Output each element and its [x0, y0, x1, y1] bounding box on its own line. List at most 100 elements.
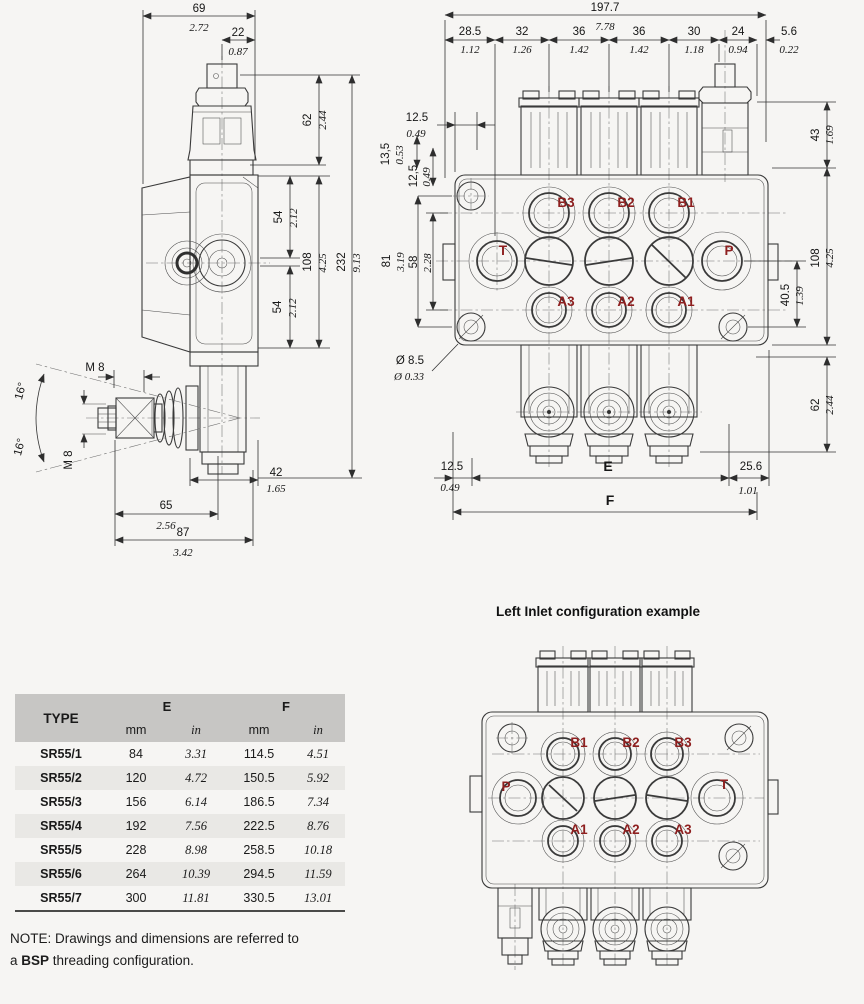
col-header-type: TYPE: [15, 694, 107, 742]
svg-text:62: 62: [302, 114, 314, 127]
svg-text:2.56: 2.56: [156, 520, 176, 532]
dim-54-top: 54 2.12: [273, 175, 300, 259]
dim-12-5-top: 12.5 0.49: [406, 112, 495, 172]
dimensions-table: TYPE E F mm in mm in SR55/1 84 3.31 114.…: [15, 694, 345, 912]
svg-text:2.12: 2.12: [287, 298, 299, 318]
svg-text:12.5: 12.5: [441, 461, 463, 473]
dim-87: 87 3.42: [114, 470, 254, 559]
svg-text:1.12: 1.12: [460, 44, 480, 56]
svg-text:0.87: 0.87: [228, 46, 248, 58]
example-port-b1-label: B1: [570, 735, 588, 750]
example-port-p-label: P: [501, 779, 510, 794]
port-b2-label: B2: [617, 195, 634, 210]
dim-13-5: 13,5 0.53: [380, 135, 421, 169]
side-view-drawing: 16° 16° 69 2.72 22 0.87 62: [12, 3, 363, 559]
example-spool-caps: [535, 650, 695, 713]
relief-valve: [698, 63, 752, 176]
unit-in-e: in: [165, 718, 227, 742]
svg-text:32: 32: [516, 26, 529, 38]
svg-text:108: 108: [810, 248, 822, 267]
example-port-t-label: T: [720, 777, 729, 792]
example-port-a1-label: A1: [570, 822, 588, 837]
svg-text:30: 30: [688, 26, 701, 38]
dim-197-7: 197.7 7.78: [444, 2, 767, 178]
col-header-e: E: [107, 694, 227, 718]
dim-42: 42 1.65: [189, 440, 286, 495]
svg-text:42: 42: [270, 467, 283, 479]
example-title: Left Inlet configuration example: [496, 604, 701, 619]
svg-text:0.49: 0.49: [406, 128, 426, 140]
svg-text:25.6: 25.6: [740, 461, 762, 473]
svg-text:1.18: 1.18: [684, 44, 704, 56]
port-a1-label: A1: [677, 294, 695, 309]
port-a3-label: A3: [557, 294, 575, 309]
port-b3-label: B3: [557, 195, 575, 210]
svg-text:Ø 0.33: Ø 0.33: [393, 371, 424, 383]
dim-12-5-bottom: 12.5 0.49: [434, 461, 472, 494]
svg-text:2.72: 2.72: [189, 22, 209, 34]
example-bottom-parts: [497, 887, 692, 966]
svg-text:0.94: 0.94: [728, 44, 748, 56]
dim-m8-top: M 8: [85, 362, 160, 392]
table-row: SR55/5 228 8.98 258.5 10.18: [40, 842, 333, 858]
dim-36-a: 36 1.42: [548, 26, 610, 56]
dim-232: 232 9.13: [336, 74, 363, 479]
table-row: SR55/4 192 7.56 222.5 8.76: [15, 814, 345, 838]
svg-text:4.25: 4.25: [317, 253, 329, 273]
table-row: SR55/1 84 3.31 114.5 4.51: [40, 746, 329, 762]
port-b1-label: B1: [677, 195, 695, 210]
svg-text:1.65: 1.65: [266, 483, 286, 495]
dim-108-side: 108 4.25: [302, 175, 329, 349]
example-port-b3-label: B3: [674, 735, 692, 750]
table-row: SR55/2 120 4.72 150.5 5.92: [15, 766, 345, 790]
note-line2-pre: a: [10, 953, 22, 969]
dim-e: E: [471, 458, 730, 482]
svg-text:0.49: 0.49: [440, 482, 460, 494]
f-dim-label: F: [606, 492, 615, 508]
svg-text:2.12: 2.12: [288, 208, 300, 228]
dim-54-bottom: 54 2.12: [272, 265, 299, 349]
front-view-drawing: B3 B2 B1 T P A3 A2 A1: [380, 2, 836, 520]
note-line2-post: threading configuration.: [49, 953, 194, 969]
svg-text:54: 54: [273, 210, 285, 223]
dim-36-b: 36 1.42: [608, 26, 670, 56]
dim-m8-side: M 8: [63, 390, 106, 470]
note-bold-bsp: BSP: [21, 953, 50, 969]
svg-text:28.5: 28.5: [459, 26, 481, 38]
port-t-label: T: [499, 243, 508, 258]
svg-text:58: 58: [408, 256, 420, 269]
dim-f: F: [452, 492, 758, 516]
dim-32: 32 1.26: [494, 26, 550, 56]
svg-text:1.39: 1.39: [794, 286, 806, 306]
svg-text:0.22: 0.22: [779, 44, 799, 56]
svg-text:3.42: 3.42: [172, 547, 193, 559]
svg-text:65: 65: [160, 500, 173, 512]
dim-angle-top: 16°: [13, 381, 29, 401]
svg-text:5.6: 5.6: [781, 26, 797, 38]
port-a2-label: A2: [617, 294, 634, 309]
svg-text:M 8: M 8: [85, 362, 104, 374]
svg-text:36: 36: [573, 26, 586, 38]
dim-12-5-mid: 12,5 0.49: [408, 147, 437, 187]
svg-text:1.69: 1.69: [824, 125, 836, 145]
table-row: SR55/6 264 10.39 294.5 11.59: [15, 862, 345, 886]
dim-diameter-8-5: Ø 8.5 Ø 0.33: [393, 343, 459, 383]
unit-in-f: in: [291, 718, 345, 742]
svg-text:0.53: 0.53: [394, 145, 406, 165]
col-header-f: F: [227, 694, 345, 718]
angle-bottom-label: 16°: [12, 437, 28, 457]
angle-top-label: 16°: [13, 381, 29, 401]
spool-caps: [518, 90, 700, 176]
dim-40-5: 40.5 1.39: [744, 260, 806, 328]
svg-text:81: 81: [381, 255, 393, 268]
svg-text:108: 108: [302, 252, 314, 271]
dim-30: 30 1.18: [668, 26, 720, 56]
svg-text:69: 69: [193, 3, 206, 15]
dim-22: 22 0.87: [221, 27, 256, 60]
svg-text:36: 36: [633, 26, 646, 38]
dim-65: 65 2.56: [114, 440, 219, 546]
svg-text:62: 62: [810, 399, 822, 412]
example-port-a2-label: A2: [622, 822, 639, 837]
